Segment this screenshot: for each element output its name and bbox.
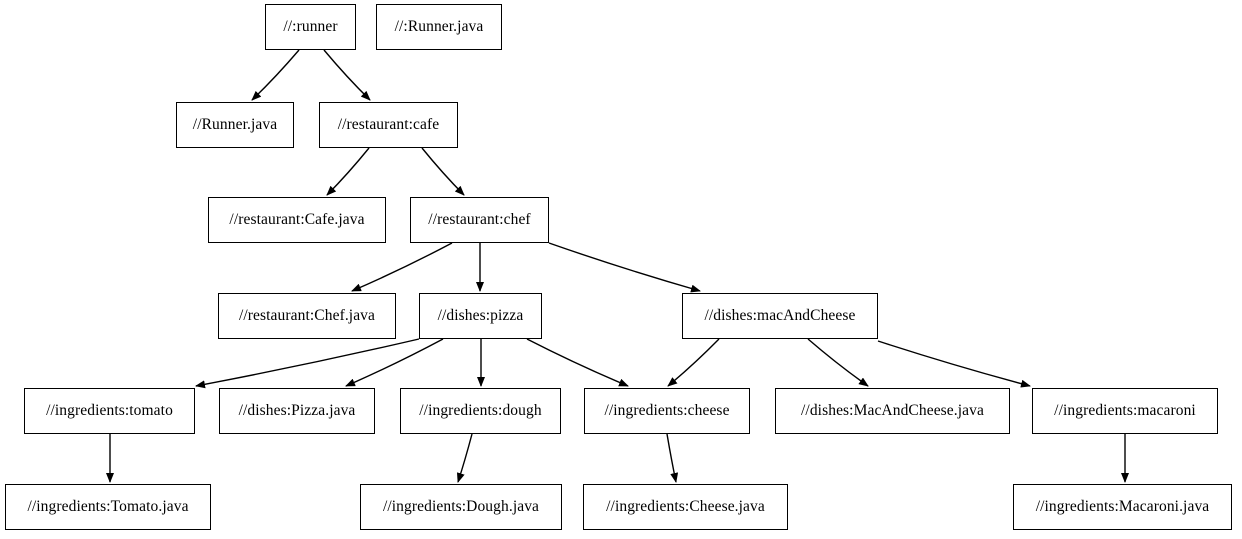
graph-node-label: //Runner.java [192, 116, 278, 134]
graph-node-restaurant_cafe[interactable]: //restaurant:cafe [319, 102, 458, 148]
graph-edge-dishes_pizza-to-ing_tomato [195, 338, 420, 389]
graph-node-ing_macaroni[interactable]: //ingredients:macaroni [1032, 388, 1218, 434]
graph-node-label: //ingredients:Tomato.java [27, 498, 189, 516]
graph-node-dishes_mac_java[interactable]: //dishes:MacAndCheese.java [775, 388, 1010, 434]
graph-node-label: //dishes:MacAndCheese.java [801, 402, 984, 420]
graph-node-runner_java[interactable]: //Runner.java [176, 102, 294, 148]
graph-node-ing_dough_java[interactable]: //ingredients:Dough.java [360, 484, 562, 530]
graph-edge-ing_cheese-to-ing_cheese_java [666, 433, 679, 483]
graph-edge-restaurant_chef-to-dishes_macandcheese [548, 242, 701, 293]
graph-node-label: //dishes:macAndCheese [704, 307, 856, 325]
graph-node-ing_cheese[interactable]: //ingredients:cheese [584, 388, 750, 434]
graph-node-label: //ingredients:cheese [604, 402, 730, 420]
graph-node-label: //restaurant:cafe [337, 116, 440, 134]
graph-node-label: //ingredients:tomato [46, 402, 173, 420]
graph-node-label: //ingredients:macaroni [1054, 402, 1196, 420]
graph-node-ing_tomato_java[interactable]: //ingredients:Tomato.java [5, 484, 211, 530]
graph-node-label: //dishes:pizza [437, 307, 524, 325]
graph-node-runner[interactable]: //:runner [265, 4, 356, 50]
graph-edge-dishes_pizza-to-ing_cheese [526, 338, 629, 387]
graph-node-label: //restaurant:Chef.java [238, 307, 376, 325]
graph-edge-runner-to-restaurant_cafe [323, 49, 371, 101]
graph-node-label: //:runner [283, 18, 338, 36]
graph-node-restaurant_cafe_java[interactable]: //restaurant:Cafe.java [208, 197, 386, 243]
graph-node-restaurant_chef[interactable]: //restaurant:chef [410, 197, 549, 243]
graph-node-ing_dough[interactable]: //ingredients:dough [400, 388, 561, 434]
graph-edge-runner-to-runner_java [251, 49, 300, 101]
graph-node-label: //restaurant:chef [428, 211, 531, 229]
graph-node-dishes_macandcheese[interactable]: //dishes:macAndCheese [682, 293, 878, 339]
graph-node-label: //ingredients:Cheese.java [606, 498, 765, 516]
graph-node-dishes_pizza_java[interactable]: //dishes:Pizza.java [219, 388, 375, 434]
graph-node-label: //ingredients:dough [419, 402, 542, 420]
graph-edge-dishes_macandcheese-to-dishes_mac_java [807, 338, 869, 387]
graph-node-label: //dishes:Pizza.java [238, 402, 356, 420]
graph-edge-dishes_macandcheese-to-ing_macaroni [877, 340, 1031, 388]
graph-node-ing_tomato[interactable]: //ingredients:tomato [24, 388, 195, 434]
graph-node-root_runner_java[interactable]: //:Runner.java [376, 4, 502, 50]
graph-node-ing_cheese_java[interactable]: //ingredients:Cheese.java [583, 484, 788, 530]
graph-edge-restaurant_cafe-to-restaurant_chef [421, 147, 465, 196]
graph-node-label: //ingredients:Macaroni.java [1035, 498, 1210, 516]
graph-edge-dishes_pizza-to-dishes_pizza_java [345, 338, 444, 387]
graph-node-restaurant_chef_java[interactable]: //restaurant:Chef.java [218, 293, 396, 339]
graph-edge-ing_dough-to-ing_dough_java [456, 433, 473, 483]
graph-edge-restaurant_cafe-to-restaurant_cafe_java [326, 147, 370, 196]
graph-node-label: //:Runner.java [394, 18, 484, 36]
graph-node-dishes_pizza[interactable]: //dishes:pizza [419, 293, 542, 339]
graph-node-label: //ingredients:Dough.java [382, 498, 540, 516]
graph-node-ing_macaroni_java[interactable]: //ingredients:Macaroni.java [1013, 484, 1232, 530]
graph-edge-restaurant_chef-to-restaurant_chef_java [351, 242, 453, 292]
graph-node-label: //restaurant:Cafe.java [229, 211, 365, 229]
graph-edge-dishes_macandcheese-to-ing_cheese [667, 338, 720, 387]
